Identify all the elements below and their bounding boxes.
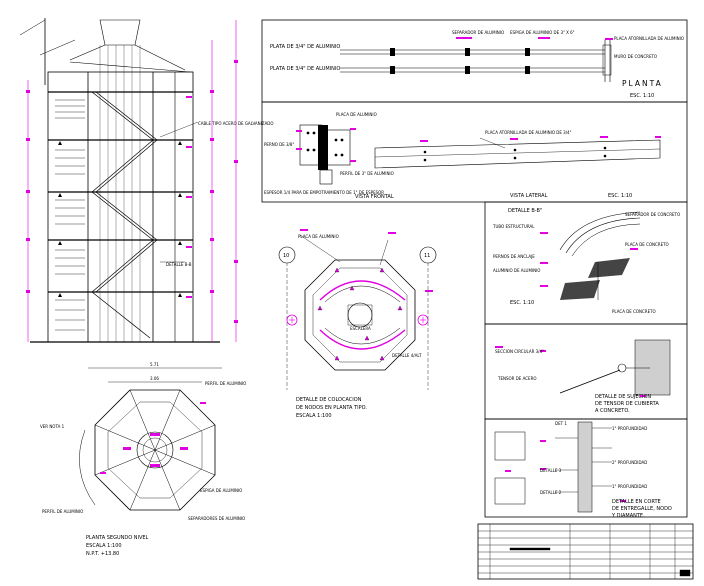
segundo-note-1: PERFIL DE ALUMINIO	[205, 381, 246, 386]
sujecion-title-2: DE TENSOR DE CUBIERTA	[595, 401, 659, 407]
nodos-note-2: 2" PROFUNDIDAD	[612, 460, 647, 465]
segundo-note-5: SEPARADORES DE ALUMINIO	[188, 516, 245, 521]
vista-lateral-detail: PLACA ATORNILLADA DE ALUMINIO DE 3/4" VI…	[374, 130, 661, 199]
segundo-title-1: PLANTA SEGUNDO NIVEL	[86, 535, 149, 541]
nodos-note-5: DETALLE 3	[540, 468, 562, 473]
detalle-bb-title: DETALLE B-B"	[508, 208, 542, 214]
nodos-title-3: Y DIAMANTE.	[611, 513, 645, 519]
nodos-title-2: DE ENTREGALLE, NODO	[612, 506, 672, 512]
detalle-bb-note-6: PLACA DE CONCRETO	[612, 309, 656, 314]
vista-frontal-title: VISTA FRONTAL	[355, 194, 394, 200]
segundo-note-2: ESPIGA DE ALUMINIO	[200, 488, 242, 493]
colocacion-title-1: DETALLE DE COLOCACION	[296, 397, 362, 403]
detalle-bb-note-4: PLACA DE CONCRETO	[625, 242, 669, 247]
colocacion-title-3: ESCALA 1:100	[296, 413, 332, 419]
vista-lateral-title: VISTA LATERAL	[510, 193, 548, 199]
detalle-bb-note-5: ALUMINIO DE ALUMINIO	[493, 268, 540, 273]
sujecion-note-2: TENSOR DE ACERO	[497, 376, 537, 381]
frontal-note-bottom-b: ESPESOR 1/4 PARA DE EMPOTRAMIENTO DE 1" …	[264, 190, 384, 195]
segundo-nivel-plan: 5.71 3.06 PERFIL DE ALUMINIO ESPIGA DE A…	[40, 362, 246, 557]
nodos-title-1: DETALLE EN CORTE	[612, 499, 661, 505]
nodos-detail: 1" PROFUNDIDAD 2" PROFUNDIDAD 1" PROFUND…	[494, 421, 672, 519]
segundo-dim-top: 5.71	[150, 362, 159, 367]
frontal-note-top: PLACA DE ALUMINIO	[336, 112, 377, 117]
detalle-bb-scale: ESC. 1:10	[510, 300, 534, 306]
elevation-note-detail: DETALLE B-B	[166, 262, 192, 267]
detalle-bb-note-1: TUBO ESTRUCTURAL	[492, 224, 535, 229]
stair-elevation: CABLE TIPO ACERO DE GALVANIZADO DETALLE …	[19, 18, 274, 343]
colocacion-note-1: PLACA DE ALUMINIO	[298, 234, 339, 239]
planta-title: PLANTA	[622, 79, 663, 88]
colocacion-plan: 10 11 PLACA DE ALUMINIO DETALLE 4/ALT ES…	[278, 229, 437, 419]
sujecion-note-1: SECCION CIRCULAR 3/4"	[495, 349, 544, 354]
sujecion-title-1: DETALLE DE SUJECION	[595, 394, 651, 400]
segundo-title-2: ESCALA 1:100	[86, 543, 122, 549]
detalle-bb: DETALLE B-B" TUBO ESTRUCTURAL SEPARADOR …	[492, 208, 680, 314]
axis-10-label: 10	[283, 253, 289, 259]
elevation-note-cable: CABLE TIPO ACERO DE GALVANIZADO	[198, 121, 274, 126]
planta-note-wall: MURO DE CONCRETO	[614, 54, 657, 59]
colocacion-note-2: DETALLE 4/ALT	[392, 353, 422, 358]
segundo-title-3: N.P.T. +13.80	[86, 551, 119, 557]
axis-11-label: 11	[424, 253, 430, 259]
colocacion-center: ESCALERA	[350, 326, 371, 331]
planta-note-mid: ESPIGA DE ALUMINIO DE 3" X 6"	[510, 30, 575, 35]
planta-note-top: PLATA DE 3/4" DE ALUMINIO	[270, 44, 340, 50]
vista-lateral-scale: ESC. 1:10	[608, 193, 632, 199]
nodos-note-4: DET 1	[555, 421, 567, 426]
planta-scale: ESC. 1:10	[630, 93, 654, 99]
detalle-bb-note-2: SEPARADOR DE CONCRETO	[625, 212, 680, 217]
planta-detail: PLATA DE 3/4" DE ALUMINIO PLATA DE 3/4" …	[270, 30, 684, 99]
title-block	[478, 524, 693, 579]
vista-frontal-detail: PLACA DE ALUMINIO PERNO DE 3/8" PERFIL D…	[264, 112, 394, 200]
segundo-note-4: PERFIL DE ALUMINIO	[42, 509, 83, 514]
planta-note-bottom: PLATA DE 3/4" DE ALUMINIO	[270, 66, 340, 72]
frontal-note-side: PERNO DE 3/8"	[264, 142, 294, 147]
frontal-note-bottom-a: PERFIL DE 3" DE ALUMINIO	[340, 171, 394, 176]
nodos-note-6: DETALLE 2	[540, 490, 562, 495]
colocacion-title-2: DE NODOS EN PLANTA TIPO.	[296, 405, 367, 411]
panel-frames	[261, 19, 694, 580]
planta-note-center: SEPARADOR DE ALUMINIO	[452, 30, 504, 35]
nodos-note-1: 1" PROFUNDIDAD	[612, 426, 647, 431]
lateral-note: PLACA ATORNILLADA DE ALUMINIO DE 3/4"	[485, 130, 572, 135]
segundo-note-3: VER NOTA 1	[40, 424, 65, 429]
nodos-note-3: 1" PROFUNDIDAD	[612, 484, 647, 489]
sujecion-title-3: A CONCRETO.	[595, 408, 630, 414]
sujecion-detail: SECCION CIRCULAR 3/4" TENSOR DE ACERO DE…	[495, 339, 671, 414]
detalle-bb-note-3: PERNOS DE ANCLAJE	[493, 254, 535, 259]
planta-note-right: PLACA ATORNILLADA DE ALUMINIO	[614, 36, 684, 41]
segundo-dim-inner: 3.06	[150, 376, 159, 381]
